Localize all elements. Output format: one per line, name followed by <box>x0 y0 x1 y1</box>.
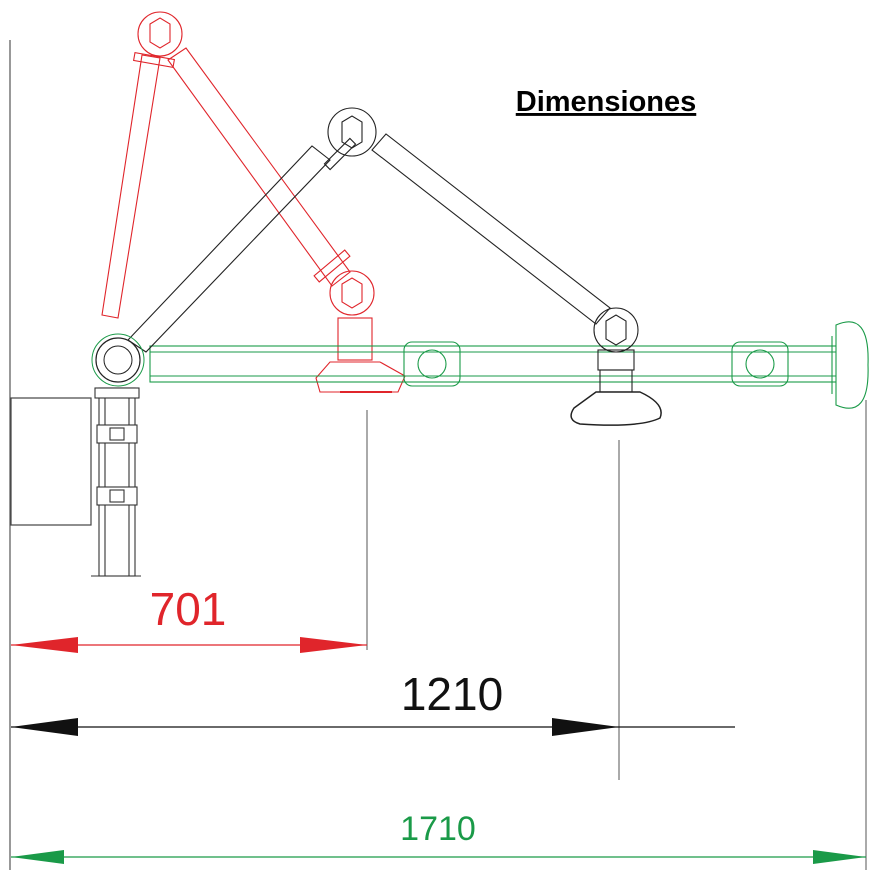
red-arm <box>101 11 406 393</box>
dimension-label-1210: 1210 <box>401 668 503 720</box>
dim-701 <box>11 410 368 653</box>
green-arm <box>149 321 869 409</box>
dim-1210 <box>11 440 735 780</box>
shoulder-joint <box>91 333 145 387</box>
diagram-title: Dimensiones <box>516 86 697 118</box>
black-arm <box>127 107 662 426</box>
dim-1710 <box>11 400 867 870</box>
dimension-label-701: 701 <box>150 583 227 635</box>
wall-plate <box>10 397 92 526</box>
support-column <box>91 387 141 577</box>
dimension-label-1710: 1710 <box>400 810 476 848</box>
